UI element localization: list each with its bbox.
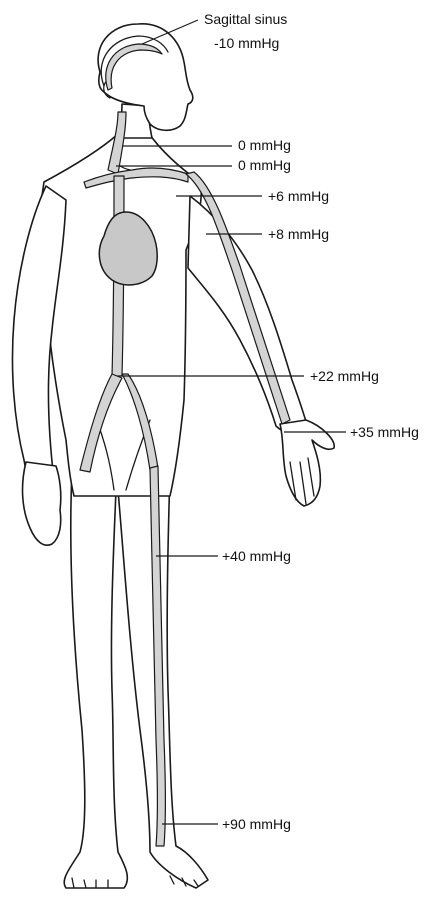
label-ankle: +90 mmHg bbox=[222, 816, 291, 832]
label-jugular-upper: 0 mmHg bbox=[238, 137, 291, 153]
label-wrist: +35 mmHg bbox=[350, 424, 419, 440]
right-hand bbox=[280, 420, 334, 506]
human-body-outline bbox=[12, 24, 334, 888]
label-subclavian: +6 mmHg bbox=[268, 188, 329, 204]
label-vena-cava: +22 mmHg bbox=[310, 368, 379, 384]
head bbox=[98, 24, 193, 130]
label-sagittal-value: -10 mmHg bbox=[214, 35, 279, 51]
label-sagittal-title: Sagittal sinus bbox=[204, 11, 287, 27]
label-jugular-lower: 0 mmHg bbox=[238, 157, 291, 173]
left-leg bbox=[64, 470, 127, 888]
left-hand bbox=[23, 462, 61, 545]
label-axillary: +8 mmHg bbox=[268, 226, 329, 242]
label-femoral: +40 mmHg bbox=[222, 548, 291, 564]
